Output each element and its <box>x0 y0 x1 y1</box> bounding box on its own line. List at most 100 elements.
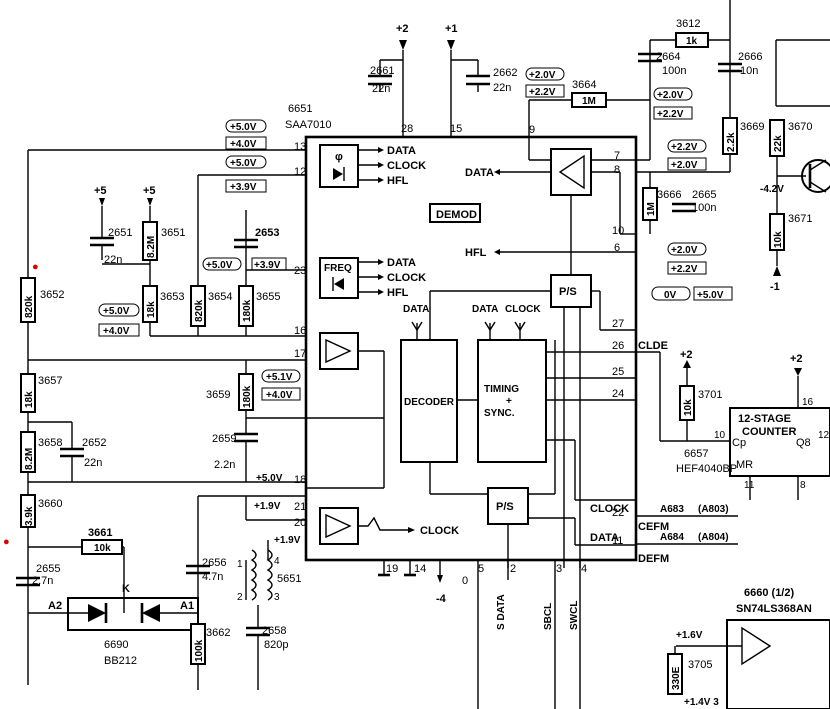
resistor-3612-value: 1k <box>686 36 698 47</box>
supply-minus4: -4 <box>436 593 447 605</box>
volt-13b-text: +4.0V <box>230 139 257 150</box>
supply-minus1: -1 <box>770 281 780 293</box>
pin-26: 26 <box>612 340 624 352</box>
volt-emitter: -4.2V <box>760 184 784 195</box>
resistor-3662-value: 100k <box>194 639 205 662</box>
diode-a2: A2 <box>48 600 62 612</box>
pin-19: 19 <box>386 563 398 575</box>
resistor-3660-ref: 3660 <box>38 498 62 510</box>
resistor-3658-ref: 3658 <box>38 437 62 449</box>
volt-6b <box>693 286 733 301</box>
diode-a1: A1 <box>180 600 194 612</box>
volt-12b-text: +3.9V <box>230 182 257 193</box>
resistor-3658 <box>20 431 36 473</box>
freq-data-label: DATA <box>387 257 416 269</box>
resistor-3652 <box>20 277 36 323</box>
diode-k: K <box>122 583 130 595</box>
counter-title: 12-STAGE <box>738 413 791 425</box>
timing-label-2: + <box>506 396 512 407</box>
resistor-3657-ref: 3657 <box>38 375 62 387</box>
defm-label: DEFM <box>638 553 669 565</box>
resistor-3659-ref: 3659 <box>206 389 230 401</box>
buffer-6660 <box>726 619 830 709</box>
cap-2661-ref: 2661 <box>370 65 394 77</box>
pin-3: 3 <box>556 563 562 575</box>
resistor-3660 <box>20 494 36 528</box>
counter-pin-16: 16 <box>802 397 814 408</box>
pin-2: 2 <box>510 563 516 575</box>
timing-label-3: SYNC. <box>484 408 515 419</box>
volt-6a <box>651 286 691 301</box>
cap-2651-value: 22n <box>104 254 122 266</box>
swcl-label: SWCL <box>569 601 580 630</box>
clde-label: CLDE <box>638 340 668 352</box>
pin-21: 21 <box>294 501 306 513</box>
timing-sync-block <box>477 339 547 463</box>
supply-plus2-counter: +2 <box>680 349 693 361</box>
resistor-3664-ref: 3664 <box>572 79 596 91</box>
resistor-3662 <box>190 623 206 665</box>
volt-6b-text: +5.0V <box>697 290 724 301</box>
resistor-3660-value: 3.9k <box>24 506 35 526</box>
volt-3653-text: +5.0V <box>103 306 130 317</box>
phi-data-label: DATA <box>387 145 416 157</box>
volt-12a-text: +5.0V <box>230 158 257 169</box>
pin-25: 25 <box>612 366 624 378</box>
volt-12a <box>225 155 267 169</box>
resistor-3661-ref: 3661 <box>88 527 112 539</box>
timing-data-label: DATA <box>472 304 498 315</box>
coil-pin-3: 3 <box>274 592 280 603</box>
resistor-3659-value: 180k <box>242 385 253 408</box>
counter-ref: 6657 <box>684 448 708 460</box>
a684-label: A684 <box>660 532 684 543</box>
diode-6690-ref: 6690 <box>104 639 128 651</box>
cap-2659-ref: 2659 <box>212 433 236 445</box>
cap-2653-ref: 2653 <box>255 227 279 239</box>
volt-7a <box>653 87 693 101</box>
volt-18: +5.0V <box>256 473 283 484</box>
cap-2658-value: 820p <box>264 639 288 651</box>
resistor-3653 <box>142 285 158 323</box>
resistor-3669-value: 2.2k <box>726 132 737 152</box>
pin-28: 28 <box>401 123 413 135</box>
resistor-3670-ref: 3670 <box>788 121 812 133</box>
pin-4: 4 <box>581 563 587 575</box>
counter-cp: Cp <box>732 437 746 449</box>
supply-plus1: +1 <box>445 23 458 35</box>
phi-clock-label: CLOCK <box>387 160 426 172</box>
volt-13b <box>225 136 267 150</box>
diode-6690-box <box>67 597 199 631</box>
resistor-3657-value: 18k <box>24 391 35 408</box>
resistor-3666-ref: 3666 <box>657 189 681 201</box>
decoder-data-label: DATA <box>403 304 429 315</box>
buffer-part: SN74LS368AN <box>736 603 812 615</box>
pin-15: 15 <box>450 123 462 135</box>
volt-7b-text: +2.2V <box>657 109 684 120</box>
cap-2656-value: 4.7n <box>202 571 223 583</box>
pin-17: 17 <box>294 348 306 360</box>
pin-6: 6 <box>614 242 620 254</box>
freq-diode-symbol <box>334 278 344 290</box>
clock-output-label: CLOCK <box>420 525 459 537</box>
volt-8b <box>667 157 707 171</box>
phi-diode-symbol <box>333 168 343 180</box>
pin-22: 22 <box>612 507 624 519</box>
volt-buffer-b: +1.4V 3 <box>684 697 719 708</box>
volt-21: +1.9V <box>254 501 281 512</box>
pin-20: 20 <box>294 517 306 529</box>
freq-clock-label: CLOCK <box>387 272 426 284</box>
demod-label: DEMOD <box>436 209 477 221</box>
cap-2661-value: 22n <box>372 83 390 95</box>
phi-symbol: φ <box>335 151 343 163</box>
phi-detector-block <box>319 144 359 188</box>
volt-10b <box>667 261 707 275</box>
volt-20: +1.9V <box>274 535 301 546</box>
volt-23b <box>251 257 287 271</box>
counter-6657 <box>729 407 830 477</box>
volt-13a-text: +5.0V <box>230 122 257 133</box>
coil-pin-4: 4 <box>274 556 280 567</box>
resistor-3671-value: 10k <box>773 231 784 248</box>
resistor-3669-ref: 3669 <box>740 121 764 133</box>
supply-plus2-right: +2 <box>790 353 803 365</box>
pin-12: 12 <box>294 166 306 178</box>
